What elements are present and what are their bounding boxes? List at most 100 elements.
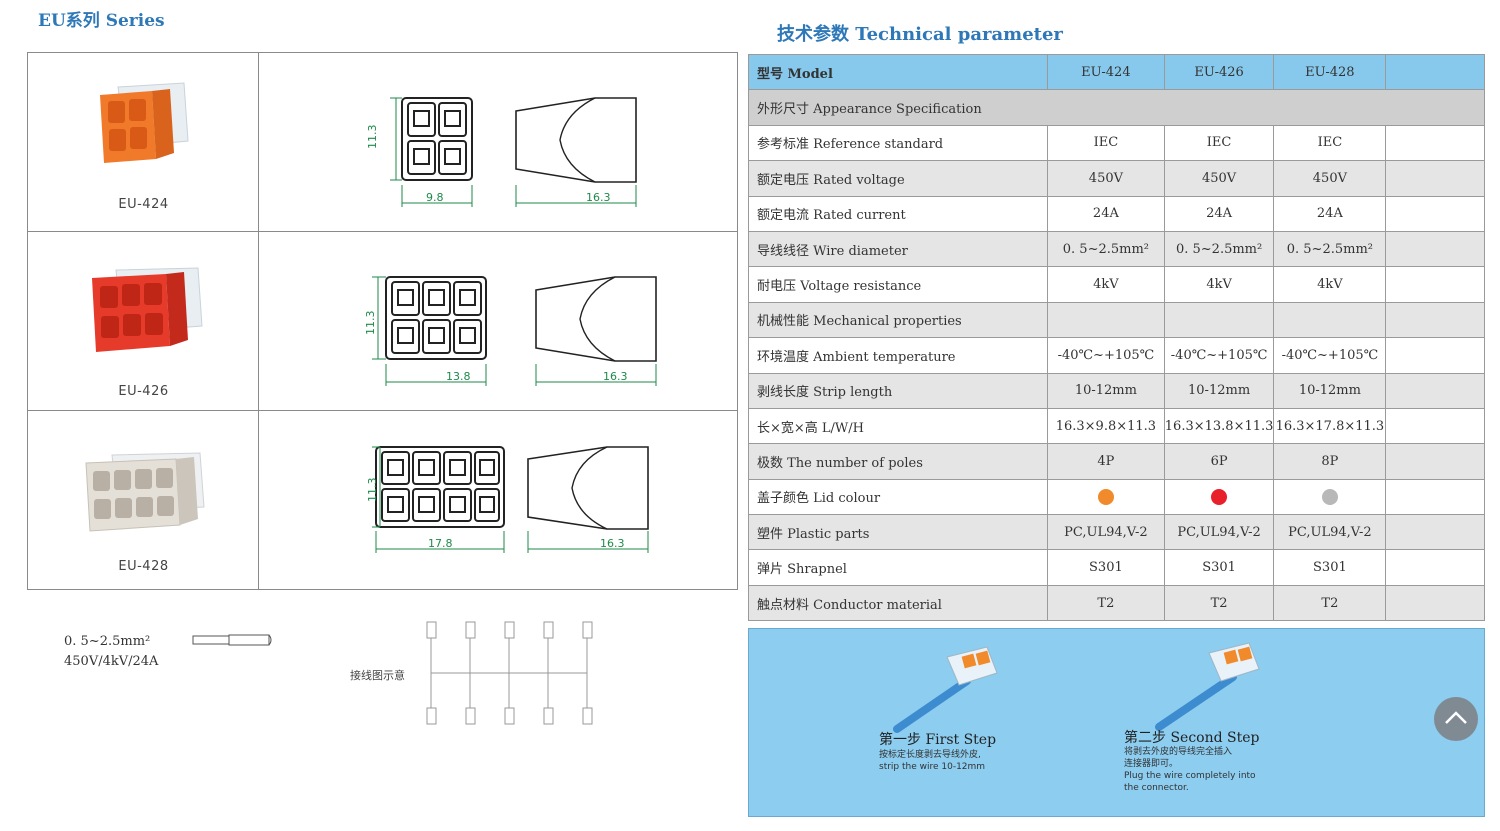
- row-value: T2: [1273, 584, 1387, 622]
- row-label: 额定电压 Rated voltage: [747, 160, 1049, 197]
- row-value: 4kV: [1047, 266, 1165, 303]
- row-label: 耐电压 Voltage resistance: [747, 266, 1049, 303]
- empty-cell: [1385, 514, 1485, 551]
- row-label: 塑件 Plastic parts: [747, 514, 1049, 551]
- table-row: 导线线径 Wire diameter 0. 5~2.5mm² 0. 5~2.5m…: [747, 230, 1485, 268]
- length-dimension: 16.3: [600, 537, 625, 550]
- row-value: IEC: [1273, 124, 1387, 162]
- table-row: 弹片 Shrapnel S301 S301 S301: [747, 549, 1485, 586]
- length-dimension: 16.3: [603, 370, 628, 383]
- table-row: 额定电流 Rated current 24A 24A 24A: [747, 195, 1485, 232]
- product-grid: EU-424 11.3 9.8: [27, 52, 738, 590]
- row-value: 450V: [1163, 160, 1275, 197]
- model-eu-428: EU-428: [1273, 53, 1387, 91]
- row-value: 16.3×13.8×11.3: [1163, 407, 1275, 445]
- table-row: 机械性能 Mechanical properties: [747, 301, 1485, 339]
- table-row: 极数 The number of poles 4P 6P 8P: [747, 443, 1485, 480]
- row-value: 24A: [1273, 195, 1387, 232]
- empty-cell: [1385, 443, 1485, 480]
- second-step-title: 第二步 Second Step: [1124, 730, 1260, 746]
- wiring-diagram-label: 接线图示意: [350, 669, 405, 682]
- row-value: [1163, 301, 1275, 339]
- second-step-desc-cn-1: 将剥去外皮的导线完全插入: [1124, 747, 1233, 757]
- empty-cell: [1385, 230, 1485, 268]
- row-value: 450V: [1047, 160, 1165, 197]
- row-label: 剥线长度 Strip length: [747, 372, 1049, 409]
- row-value: 10-12mm: [1047, 372, 1165, 409]
- row-label: 极数 The number of poles: [747, 443, 1049, 480]
- width-dimension: 13.8: [446, 370, 471, 383]
- row-value: S301: [1047, 549, 1165, 586]
- connector-eu-424-image: [100, 82, 189, 163]
- row-label: 额定电流 Rated current: [747, 195, 1049, 232]
- product-name: EU-426: [118, 384, 169, 399]
- table-row: 额定电压 Rated voltage 450V 450V 450V: [747, 160, 1485, 197]
- row-label: 触点材料 Conductor material: [747, 584, 1049, 622]
- row-value: S301: [1163, 549, 1275, 586]
- scroll-to-top-button[interactable]: [1434, 697, 1478, 741]
- empty-cell: [1385, 266, 1485, 303]
- technical-parameter-title: 技术参数 Technical parameter: [777, 24, 1063, 45]
- first-step-desc-en: strip the wire 10-12mm: [879, 762, 986, 772]
- row-value: 16.3×17.8×11.3: [1273, 407, 1387, 445]
- empty-cell: [1385, 124, 1485, 162]
- product-photo-cell: EU-424: [28, 53, 259, 231]
- row-label: 长×宽×高 L/W/H: [747, 407, 1049, 445]
- technical-parameter-table: 型号 Model EU-424 EU-426 EU-428 外形尺寸 Appea…: [747, 53, 1485, 622]
- installation-steps-panel: 第一步 First Step 按标定长度剥去导线外皮, strip the wi…: [748, 628, 1485, 817]
- product-row-eu-426: EU-426 11.3: [28, 232, 737, 411]
- row-value: -40℃~+105℃: [1047, 337, 1165, 374]
- table-row: 剥线长度 Strip length 10-12mm 10-12mm 10-12m…: [747, 372, 1485, 409]
- table-row: 长×宽×高 L/W/H 16.3×9.8×11.3 16.3×13.8×11.3…: [747, 407, 1485, 445]
- series-title: EU系列 Series: [38, 11, 165, 31]
- row-value: 10-12mm: [1163, 372, 1275, 409]
- row-value: 10-12mm: [1273, 372, 1387, 409]
- lid-colour-gray: [1273, 478, 1387, 516]
- second-step-desc-en-1: Plug the wire completely into: [1124, 771, 1256, 781]
- dimension-drawing: 11.3 17.8 16.3: [260, 411, 737, 589]
- empty-cell: [1385, 53, 1485, 91]
- second-step-description: 将剥去外皮的导线完全插入 连接器即可。 Plug the wire comple…: [1124, 746, 1256, 794]
- length-dimension: 16.3: [586, 191, 611, 204]
- first-step-description: 按标定长度剥去导线外皮, strip the wire 10-12mm: [879, 749, 985, 773]
- row-value: T2: [1163, 584, 1275, 622]
- row-label: 环境温度 Ambient temperature: [747, 337, 1049, 374]
- product-row-eu-428: EU-428: [28, 411, 737, 589]
- table-row: 触点材料 Conductor material T2 T2 T2: [747, 584, 1485, 622]
- empty-cell: [1385, 549, 1485, 586]
- table-row: 塑件 Plastic parts PC,UL94,V-2 PC,UL94,V-2…: [747, 514, 1485, 551]
- row-value: 4kV: [1163, 266, 1275, 303]
- table-row: 盖子颜色 Lid colour: [747, 478, 1485, 516]
- stripped-wire-icon: [192, 634, 272, 646]
- row-value: S301: [1273, 549, 1387, 586]
- wiring-diagram: [426, 621, 593, 725]
- row-value: 24A: [1047, 195, 1165, 232]
- table-row: 环境温度 Ambient temperature -40℃~+105℃ -40℃…: [747, 337, 1485, 374]
- color-swatch: [1097, 488, 1114, 505]
- height-dimension: 11.3: [366, 125, 379, 150]
- row-label: 导线线径 Wire diameter: [747, 230, 1049, 268]
- empty-cell: [1385, 337, 1485, 374]
- row-value: T2: [1047, 584, 1165, 622]
- row-value: 24A: [1163, 195, 1275, 232]
- row-value: [1273, 301, 1387, 339]
- second-step-desc-cn-2: 连接器即可。: [1124, 759, 1179, 769]
- dimension-drawing: 11.3 13.8 16.3: [260, 232, 737, 410]
- row-value: -40℃~+105℃: [1163, 337, 1275, 374]
- row-value: PC,UL94,V-2: [1273, 514, 1387, 551]
- first-step-title: 第一步 First Step: [879, 732, 997, 748]
- row-value: IEC: [1163, 124, 1275, 162]
- connector-eu-428-image: [85, 452, 205, 532]
- product-name: EU-428: [118, 559, 169, 574]
- table-section-row: 外形尺寸 Appearance Specification: [748, 89, 1485, 126]
- product-row-eu-424: EU-424 11.3 9.8: [28, 53, 737, 232]
- first-step-illustration: [893, 646, 998, 733]
- connector-eu-426-image: [92, 267, 203, 352]
- lid-colour-red: [1163, 478, 1275, 516]
- first-step-desc-cn: 按标定长度剥去导线外皮,: [879, 750, 981, 760]
- empty-cell: [1385, 407, 1485, 445]
- row-label: 弹片 Shrapnel: [747, 549, 1049, 586]
- second-step-illustration: [1155, 642, 1260, 731]
- row-value: PC,UL94,V-2: [1163, 514, 1275, 551]
- row-label: 机械性能 Mechanical properties: [747, 301, 1049, 339]
